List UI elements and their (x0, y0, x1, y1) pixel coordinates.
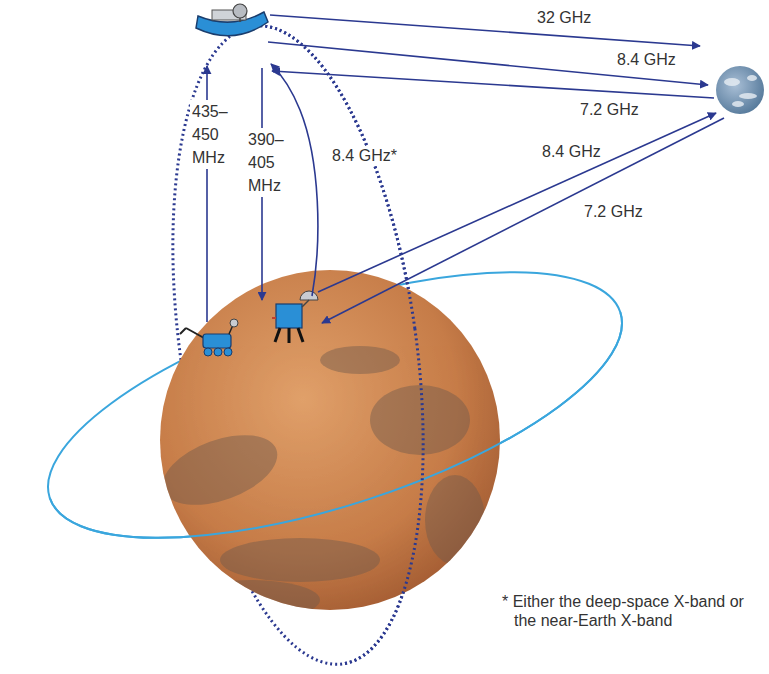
frequency-label: 435– 450 MHz (190, 100, 236, 169)
rover-wheel (204, 348, 212, 356)
frequency-label: 7.2 GHz (578, 100, 641, 119)
orbit-ellipse-front (31, 306, 652, 593)
rover-body (203, 334, 231, 348)
frequency-label: 7.2 GHz (582, 202, 645, 221)
mars-surface-patch (320, 346, 400, 374)
radio-link-arrow (268, 42, 708, 85)
rover-arm (186, 328, 204, 338)
lander-body (276, 304, 302, 328)
lander-leg (288, 328, 291, 343)
earth-planet (716, 66, 764, 114)
lander-dish-mast (302, 300, 309, 307)
radio-link-arrow (270, 15, 700, 46)
rover-arm (180, 328, 186, 334)
mars-surface-patch (370, 385, 470, 455)
earth-cloud (724, 78, 740, 86)
radio-link-arrow (272, 71, 714, 98)
rover-camera (230, 319, 238, 327)
lander-dish (300, 291, 318, 300)
footnote: * Either the deep-space X-band or the ne… (500, 592, 756, 630)
frequency-label: 8.4 GHz (540, 142, 603, 161)
radio-link-arrow (322, 118, 724, 323)
frequency-label: 8.4 GHz (615, 50, 678, 69)
lander-detail (272, 317, 276, 319)
mars-surface-patch (180, 580, 320, 620)
mars-planet (160, 270, 500, 610)
rover-wheel (214, 348, 222, 356)
earth-cloud (739, 93, 757, 99)
frequency-label: 390– 405 MHz (246, 128, 292, 197)
mars-surface-patch (220, 538, 380, 582)
orbiter-dish (233, 4, 247, 18)
frequency-label: 8.4 GHz* (330, 146, 399, 165)
radio-link-arrow (318, 113, 716, 292)
earth-cloud (747, 75, 757, 81)
frequency-label: 32 GHz (535, 8, 593, 27)
lander-leg (275, 328, 280, 342)
mars-surface-patch (425, 475, 485, 565)
orbiter-orbit-front (251, 10, 460, 674)
lander-leg (298, 328, 303, 342)
rover-wheel (224, 348, 232, 356)
orbiter-dish-mast (239, 18, 241, 22)
earth-cloud (732, 101, 744, 107)
mars-surface-patch (153, 421, 286, 518)
